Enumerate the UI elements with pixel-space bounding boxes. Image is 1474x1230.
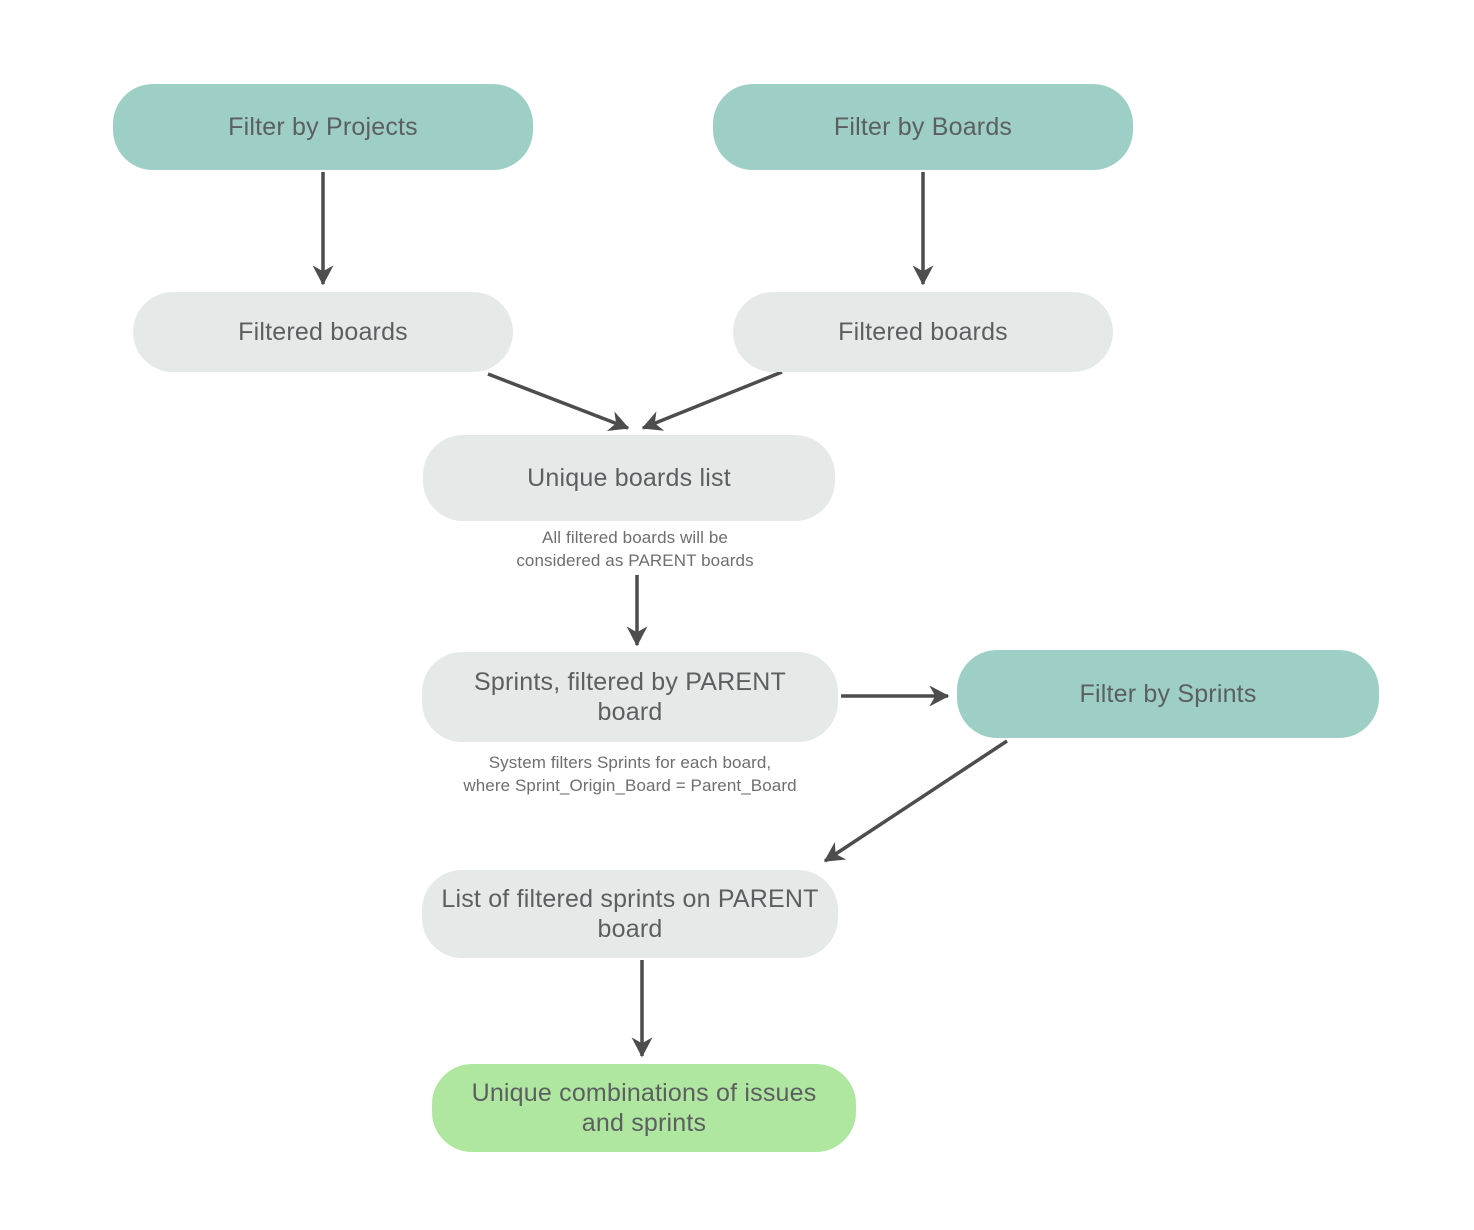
node-filter-by-sprints: Filter by Sprints (957, 650, 1379, 738)
node-filter-by-projects-label: Filter by Projects (228, 112, 418, 141)
arrow-filtered-right-to-unique-list (641, 370, 783, 431)
node-filter-by-projects: Filter by Projects (113, 84, 533, 170)
node-filter-by-boards-label: Filter by Boards (833, 112, 1013, 141)
node-unique-boards-list-label: Unique boards list (527, 463, 731, 492)
node-filter-by-boards: Filter by Boards (713, 84, 1133, 170)
node-filtered-boards-from-boards-label: Filtered boards (838, 317, 1008, 346)
node-filter-by-sprints-label: Filter by Sprints (1079, 679, 1257, 708)
node-filtered-boards-from-projects-label: Filtered boards (238, 317, 408, 346)
node-unique-combinations-of-issues-and-sprints-label: Unique combinations of issues and sprint… (471, 1078, 817, 1138)
node-sprints-filtered-by-parent-board-label: Sprints, filtered by PARENT board (474, 667, 786, 727)
node-filtered-boards-from-boards: Filtered boards (733, 292, 1113, 372)
node-filtered-boards-from-projects: Filtered boards (133, 292, 513, 372)
node-sprints-filtered-by-parent-board: Sprints, filtered by PARENT board (422, 652, 838, 742)
arrow-filtered-left-to-unique-list (487, 372, 630, 432)
note-sprints-filtered-by-parent-board: System filters Sprints for each board, w… (463, 753, 797, 795)
node-list-of-filtered-sprints-on-parent-board: List of filtered sprints on PARENT board (422, 870, 838, 958)
node-unique-boards-list: Unique boards list (423, 435, 835, 521)
note-unique-boards-list: All filtered boards will be considered a… (516, 528, 754, 570)
node-list-of-filtered-sprints-on-parent-board-label: List of filtered sprints on PARENT board (441, 884, 819, 944)
node-unique-combinations-of-issues-and-sprints: Unique combinations of issues and sprint… (432, 1064, 856, 1152)
